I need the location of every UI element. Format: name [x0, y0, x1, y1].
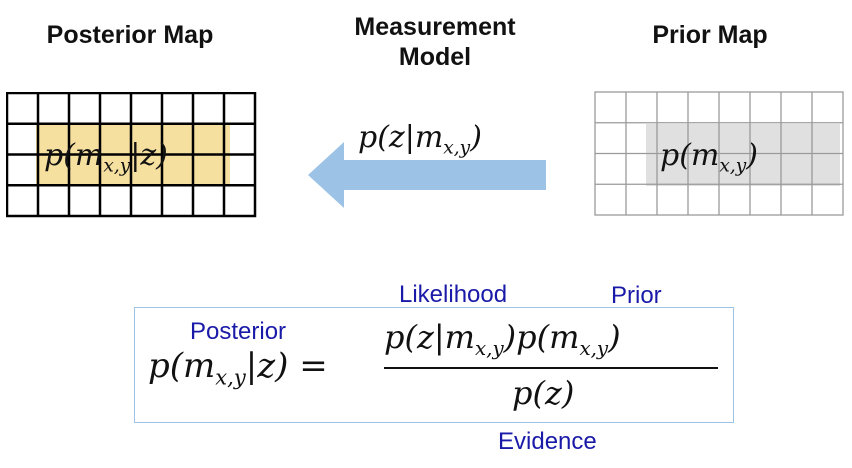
numerator-part3: ) [608, 318, 621, 356]
left-arrow [308, 142, 546, 208]
numerator-part2: )p(m [503, 318, 580, 356]
likelihood-label: Likelihood [399, 281, 508, 308]
measurement-model-title-line1: Measurement [354, 13, 516, 41]
measurement-model-title: Measurement Model [320, 12, 550, 72]
numerator-sub2: x,y [579, 336, 609, 360]
posterior-cell-label: p(mx,y|z) [44, 138, 168, 177]
measurement-model-label: p(z|mx,y) [358, 120, 482, 159]
measurement-model-title-line2: Model [398, 43, 472, 71]
left-arrow-shape [308, 142, 546, 208]
posterior-cell-label-main: p(m [44, 138, 104, 173]
numerator-part1: p(z|m [384, 318, 475, 356]
equation-lhs-tail: |z) = [245, 346, 328, 386]
prior-map-title: Prior Map [652, 21, 768, 49]
posterior-cell-label-sub: x,y [103, 155, 131, 177]
measurement-label-sub: x,y [443, 137, 471, 159]
prior-cell-label: p(mx,y) [660, 138, 758, 177]
measurement-label-tail: ) [470, 120, 482, 155]
measurement-label-main: p(z|m [358, 120, 444, 155]
prior-label: Prior [611, 282, 662, 309]
equation-numerator: p(z|mx,y)p(mx,y) [384, 318, 621, 360]
prior-cell-label-tail: ) [746, 138, 758, 173]
prior-cell-label-main: p(m [660, 138, 720, 173]
equation-denominator: p(z) [512, 374, 575, 412]
prior-cell-label-sub: x,y [719, 155, 747, 177]
equation-lhs-main: p(m [148, 346, 216, 386]
prior-highlight [646, 124, 840, 186]
equation-lhs-sub: x,y [215, 364, 246, 390]
equation-lhs: p(mx,y|z) = [148, 346, 328, 389]
evidence-label: Evidence [498, 428, 597, 455]
posterior-grid [6, 92, 257, 218]
numerator-sub1: x,y [474, 336, 504, 360]
posterior-cell-label-tail: |z) [130, 138, 168, 173]
posterior-label: Posterior [190, 318, 287, 345]
posterior-map-title: Posterior Map [46, 21, 214, 49]
prior-grid [594, 91, 844, 216]
equation-box [134, 307, 734, 423]
fraction-bar [384, 367, 718, 369]
